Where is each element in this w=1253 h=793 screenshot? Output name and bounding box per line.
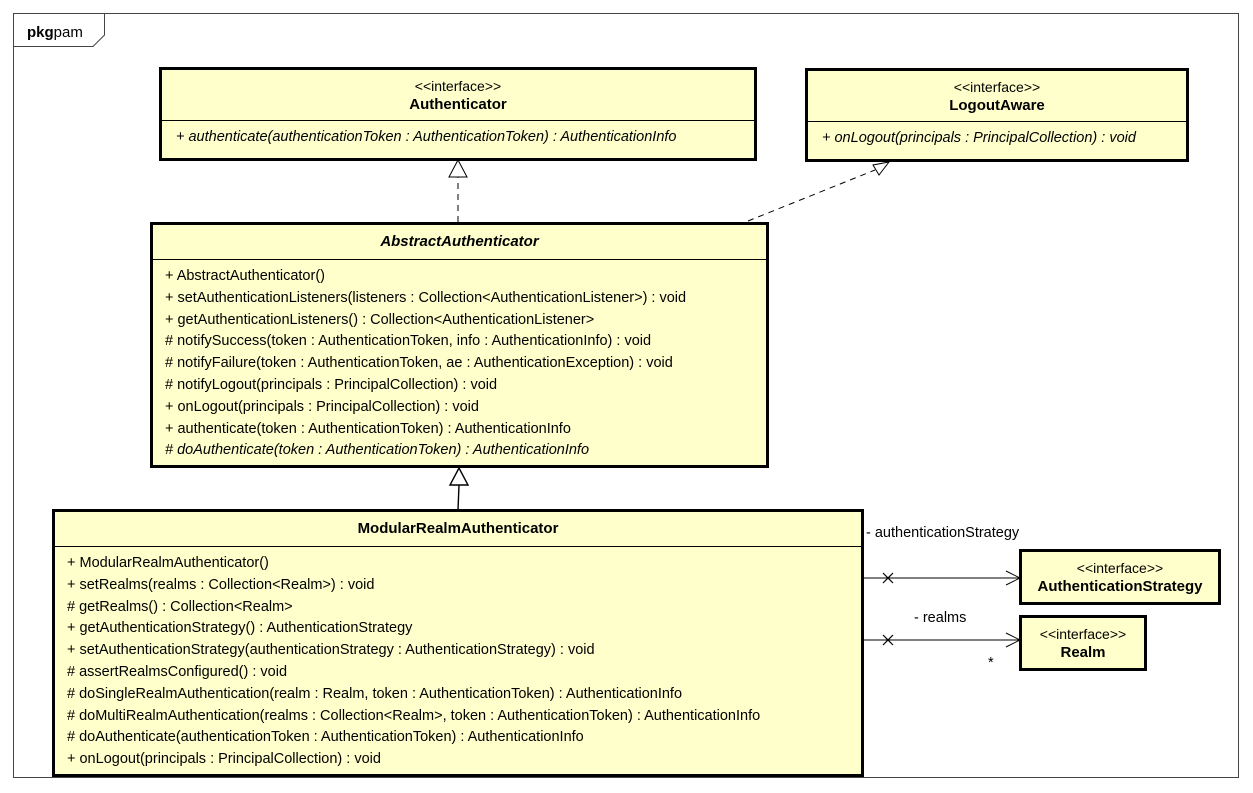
class-name: AuthenticationStrategy (1037, 578, 1203, 595)
operation: + getAuthenticationListeners() : Collect… (165, 311, 595, 328)
operation: + getAuthenticationStrategy() : Authenti… (67, 620, 413, 637)
class-authenticator[interactable]: <<interface>> Authenticator + authentica… (159, 67, 757, 161)
operations-compartment: + ModularRealmAuthenticator() + setRealm… (55, 547, 861, 777)
class-authentication-strategy[interactable]: <<interface>> AuthenticationStrategy (1019, 549, 1221, 605)
stereotype-label: <<interface>> (953, 79, 1041, 95)
operation: # notifySuccess(token : AuthenticationTo… (165, 333, 652, 350)
class-header: <<interface>> LogoutAware (808, 71, 1186, 122)
class-header: <<interface>> Realm (1022, 618, 1144, 669)
class-name: Realm (1060, 644, 1106, 661)
operations-compartment: + onLogout(principals : PrincipalCollect… (808, 122, 1186, 156)
operation: + setAuthenticationListeners(listeners :… (165, 289, 687, 306)
operation: + onLogout(principals : PrincipalCollect… (67, 751, 381, 768)
association-strategy-non-navigable-mark (882, 572, 894, 584)
role-label-authentication-strategy: - authenticationStrategy (866, 525, 1020, 541)
class-abstract-authenticator[interactable]: AbstractAuthenticator + AbstractAuthenti… (150, 222, 769, 468)
operation: # doMultiRealmAuthentication(realms : Co… (67, 707, 761, 724)
generalization-line[interactable] (457, 484, 460, 511)
package-frame (13, 13, 1239, 778)
class-name: AbstractAuthenticator (380, 233, 539, 250)
operation: # notifyLogout(principals : PrincipalCol… (165, 376, 498, 393)
stereotype-label: <<interface>> (414, 78, 502, 94)
class-header: ModularRealmAuthenticator (55, 512, 861, 547)
package-label: pkgpam (27, 24, 83, 41)
realization-logoutaware-arrowhead (872, 161, 891, 176)
operation: # doAuthenticate(authenticationToken : A… (67, 729, 584, 746)
realization-logoutaware-line[interactable] (747, 169, 876, 222)
class-name: LogoutAware (949, 97, 1045, 114)
role-label-realms: - realms (914, 610, 967, 626)
stereotype-label: <<interface>> (1039, 626, 1127, 642)
class-realm[interactable]: <<interface>> Realm (1019, 615, 1147, 671)
operation: + AbstractAuthenticator() (165, 268, 325, 284)
association-realms-non-navigable-mark (882, 634, 894, 646)
class-logout-aware[interactable]: <<interface>> LogoutAware + onLogout(pri… (805, 68, 1189, 162)
package-name: pam (53, 24, 83, 41)
operation: + onLogout(principals : PrincipalCollect… (165, 398, 479, 415)
class-header: AbstractAuthenticator (153, 225, 766, 260)
package-keyword: pkg (27, 24, 54, 41)
class-header: <<interface>> Authenticator (162, 70, 754, 121)
operation: # notifyFailure(token : AuthenticationTo… (165, 355, 673, 372)
operation: # assertRealmsConfigured() : void (67, 663, 288, 680)
operation: + authenticate(token : AuthenticationTok… (165, 420, 571, 437)
operation: + onLogout(principals : PrincipalCollect… (822, 130, 1136, 146)
operation: # getRealms() : Collection<Realm> (67, 598, 293, 615)
operations-compartment: + authenticate(authenticationToken : Aut… (162, 121, 754, 155)
operation: + ModularRealmAuthenticator() (67, 555, 269, 571)
class-header: <<interface>> AuthenticationStrategy (1022, 552, 1218, 603)
operation: # doSingleRealmAuthentication(realm : Re… (67, 685, 683, 702)
operations-compartment: + AbstractAuthenticator() + setAuthentic… (153, 260, 766, 468)
class-modular-realm-authenticator[interactable]: ModularRealmAuthenticator + ModularRealm… (52, 509, 864, 777)
class-name: Authenticator (409, 96, 507, 113)
stereotype-label: <<interface>> (1076, 560, 1164, 576)
generalization-arrowhead (448, 466, 470, 486)
class-name: ModularRealmAuthenticator (357, 520, 559, 537)
operation: + setAuthenticationStrategy(authenticati… (67, 642, 595, 659)
multiplicity-label-realms: * (988, 655, 994, 671)
operation: + authenticate(authenticationToken : Aut… (176, 129, 677, 145)
realization-authenticator-arrowhead (448, 158, 468, 178)
package-tab (13, 13, 105, 47)
operation: # doAuthenticate(token : AuthenticationT… (165, 442, 590, 459)
operation: + setRealms(realms : Collection<Realm>) … (67, 576, 375, 593)
